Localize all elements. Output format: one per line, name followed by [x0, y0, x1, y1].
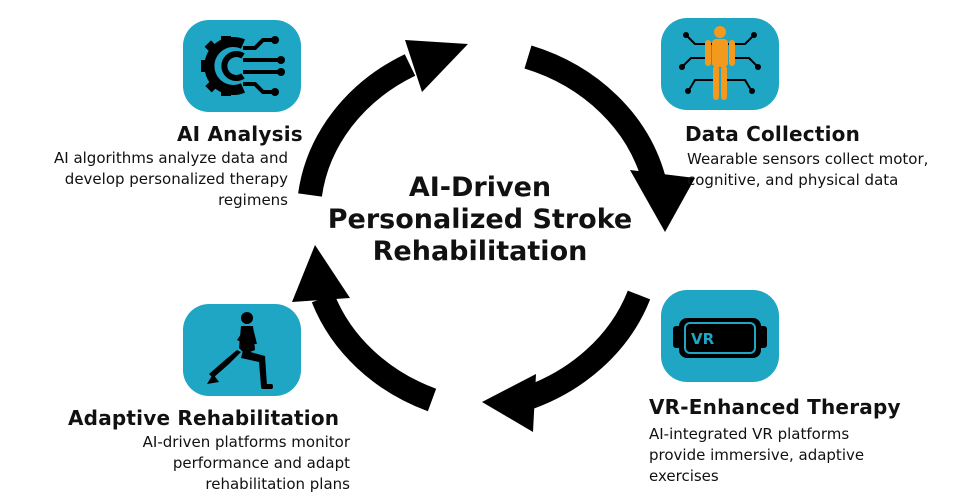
adaptive-rehab-desc-line: rehabilitation plans — [205, 475, 350, 493]
data-collection-title: Data Collection — [685, 122, 861, 146]
adaptive-rehab-description: AI-driven platforms monitor performance … — [90, 432, 350, 495]
arrowhead-top — [630, 170, 695, 232]
vr-therapy-icon-box: VR — [661, 290, 779, 382]
vr-therapy-desc-line: provide immersive, adaptive — [649, 446, 865, 464]
adaptive-rehab-icon-box — [183, 304, 301, 396]
data-collection-desc-line: cognitive, and physical data — [687, 171, 899, 189]
arrow-top — [524, 45, 666, 184]
vr-therapy-desc-line: AI-integrated VR platforms — [649, 425, 850, 443]
vr-headset-icon: VR — [673, 318, 767, 358]
arrow-right — [518, 290, 651, 412]
arrow-left — [298, 54, 416, 197]
ai-analysis-title: AI Analysis — [177, 122, 303, 146]
ai-analysis-desc-line: develop personalized therapy — [64, 170, 288, 188]
adaptive-rehab-desc-line: performance and adapt — [172, 454, 350, 472]
data-collection-icon-box — [661, 18, 779, 110]
arrowhead-left — [405, 40, 468, 92]
arrow-bottom — [311, 293, 437, 412]
adaptive-rehab-desc-line: AI-driven platforms monitor — [142, 433, 350, 451]
adaptive-rehab-title: Adaptive Rehabilitation — [68, 406, 340, 430]
arrowhead-bottom — [292, 245, 350, 302]
vr-therapy-desc-line: exercises — [649, 467, 719, 485]
arrowhead-right — [482, 374, 536, 432]
lunge-exercise-icon — [207, 312, 273, 389]
data-collection-desc-line: Wearable sensors collect motor, — [687, 150, 929, 168]
center-title-line: Personalized Stroke — [327, 204, 633, 235]
ai-analysis-description: AI algorithms analyze data and develop p… — [14, 148, 288, 211]
gear-circuit-icon — [201, 36, 285, 96]
vr-therapy-title: VR-Enhanced Therapy — [649, 395, 901, 419]
human-body-sensors-icon — [679, 26, 761, 100]
ai-analysis-desc-line: regimens — [218, 191, 288, 209]
center-title: AI-Driven Personalized Stroke Rehabilita… — [300, 172, 660, 268]
ai-analysis-icon-box — [183, 20, 301, 112]
human-figure — [705, 26, 735, 100]
center-title-line: AI-Driven — [408, 172, 552, 203]
vr-label: VR — [691, 330, 715, 348]
center-title-line: Rehabilitation — [372, 236, 588, 267]
ai-analysis-desc-line: AI algorithms analyze data and — [53, 149, 288, 167]
